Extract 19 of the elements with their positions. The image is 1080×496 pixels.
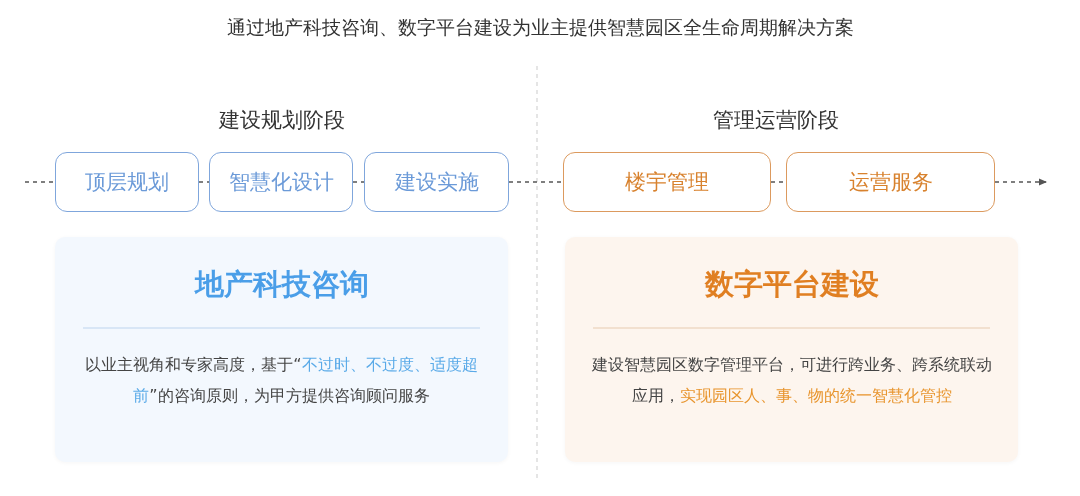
stage-box: 智慧化设计: [209, 152, 353, 212]
stage-box: 顶层规划: [55, 152, 199, 212]
stage-box: 楼宇管理: [563, 152, 771, 212]
connector-line: [198, 181, 210, 183]
stage-box: 运营服务: [786, 152, 995, 212]
card-description: 以业主视角和专家高度，基于“不过时、不过度、适度超前”的咨询原则，为甲方提供咨询顾问服务: [84, 354, 479, 407]
card-background: [55, 237, 508, 462]
card-heading: 地产科技咨询: [193, 266, 370, 303]
card-heading: 数字平台建设: [703, 266, 880, 303]
card-description: 建设智慧园区数字管理平台，可进行跨业务、跨系统联动应用，实现园区人、事、物的统一智慧化管控: [590, 354, 993, 407]
phase-heading: 建设规划阶段: [218, 107, 346, 134]
connector-line: [24, 181, 56, 183]
arrow: [994, 178, 1047, 186]
stage-box: 建设实施: [364, 152, 509, 212]
card-background: [565, 237, 1018, 462]
phase-heading: 管理运营阶段: [712, 107, 840, 134]
connector-line: [352, 181, 365, 183]
title: 通过地产科技咨询、数字平台建设为业主提供智慧园区全生命周期解决方案: [225, 15, 855, 40]
connector-line: [508, 181, 564, 183]
